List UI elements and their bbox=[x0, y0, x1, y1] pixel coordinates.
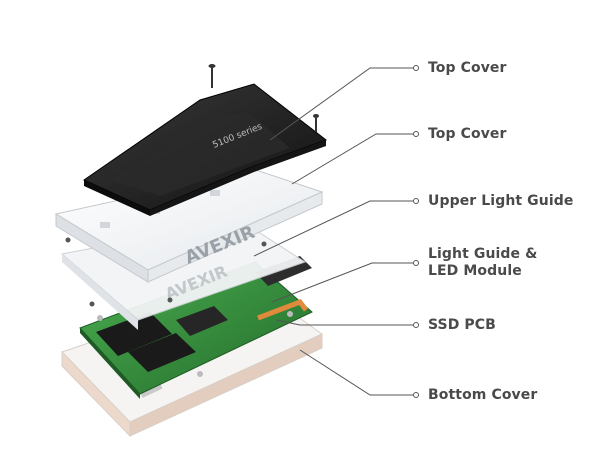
label-text: Top Cover bbox=[428, 60, 507, 76]
label-text: Bottom Cover bbox=[428, 387, 538, 403]
top-cover-part: 5100 series bbox=[82, 83, 328, 216]
label-ssd-pcb: SSD PCB bbox=[428, 317, 496, 334]
label-text-line2: LED Module bbox=[428, 263, 522, 279]
controller-chip bbox=[176, 306, 228, 336]
label-top-cover-1: Top Cover bbox=[428, 60, 507, 77]
label-text-line1: Light Guide & bbox=[428, 246, 538, 262]
label-text: SSD PCB bbox=[428, 317, 496, 333]
leader-upper-light-guide bbox=[253, 200, 414, 257]
leader-top-cover-1 bbox=[269, 67, 414, 141]
label-bottom-cover: Bottom Cover bbox=[428, 387, 537, 404]
memory-chip bbox=[96, 312, 172, 356]
memory-chip bbox=[128, 333, 196, 372]
label-light-guide-led-module: Light Guide & LED Module bbox=[428, 246, 537, 280]
label-text: Upper Light Guide bbox=[428, 193, 574, 209]
leader-lines bbox=[253, 65, 419, 398]
label-top-cover-2: Top Cover bbox=[428, 126, 507, 143]
screws bbox=[65, 64, 319, 307]
leader-bottom-cover bbox=[299, 349, 414, 396]
leader-top-cover-2 bbox=[291, 133, 414, 185]
label-upper-light-guide: Upper Light Guide bbox=[428, 193, 573, 210]
label-text: Top Cover bbox=[428, 126, 507, 142]
leader-ssd-pcb bbox=[275, 319, 414, 326]
leader-light-guide-led bbox=[271, 262, 414, 303]
upper-light-guide-part: AVEXIR bbox=[54, 169, 324, 283]
